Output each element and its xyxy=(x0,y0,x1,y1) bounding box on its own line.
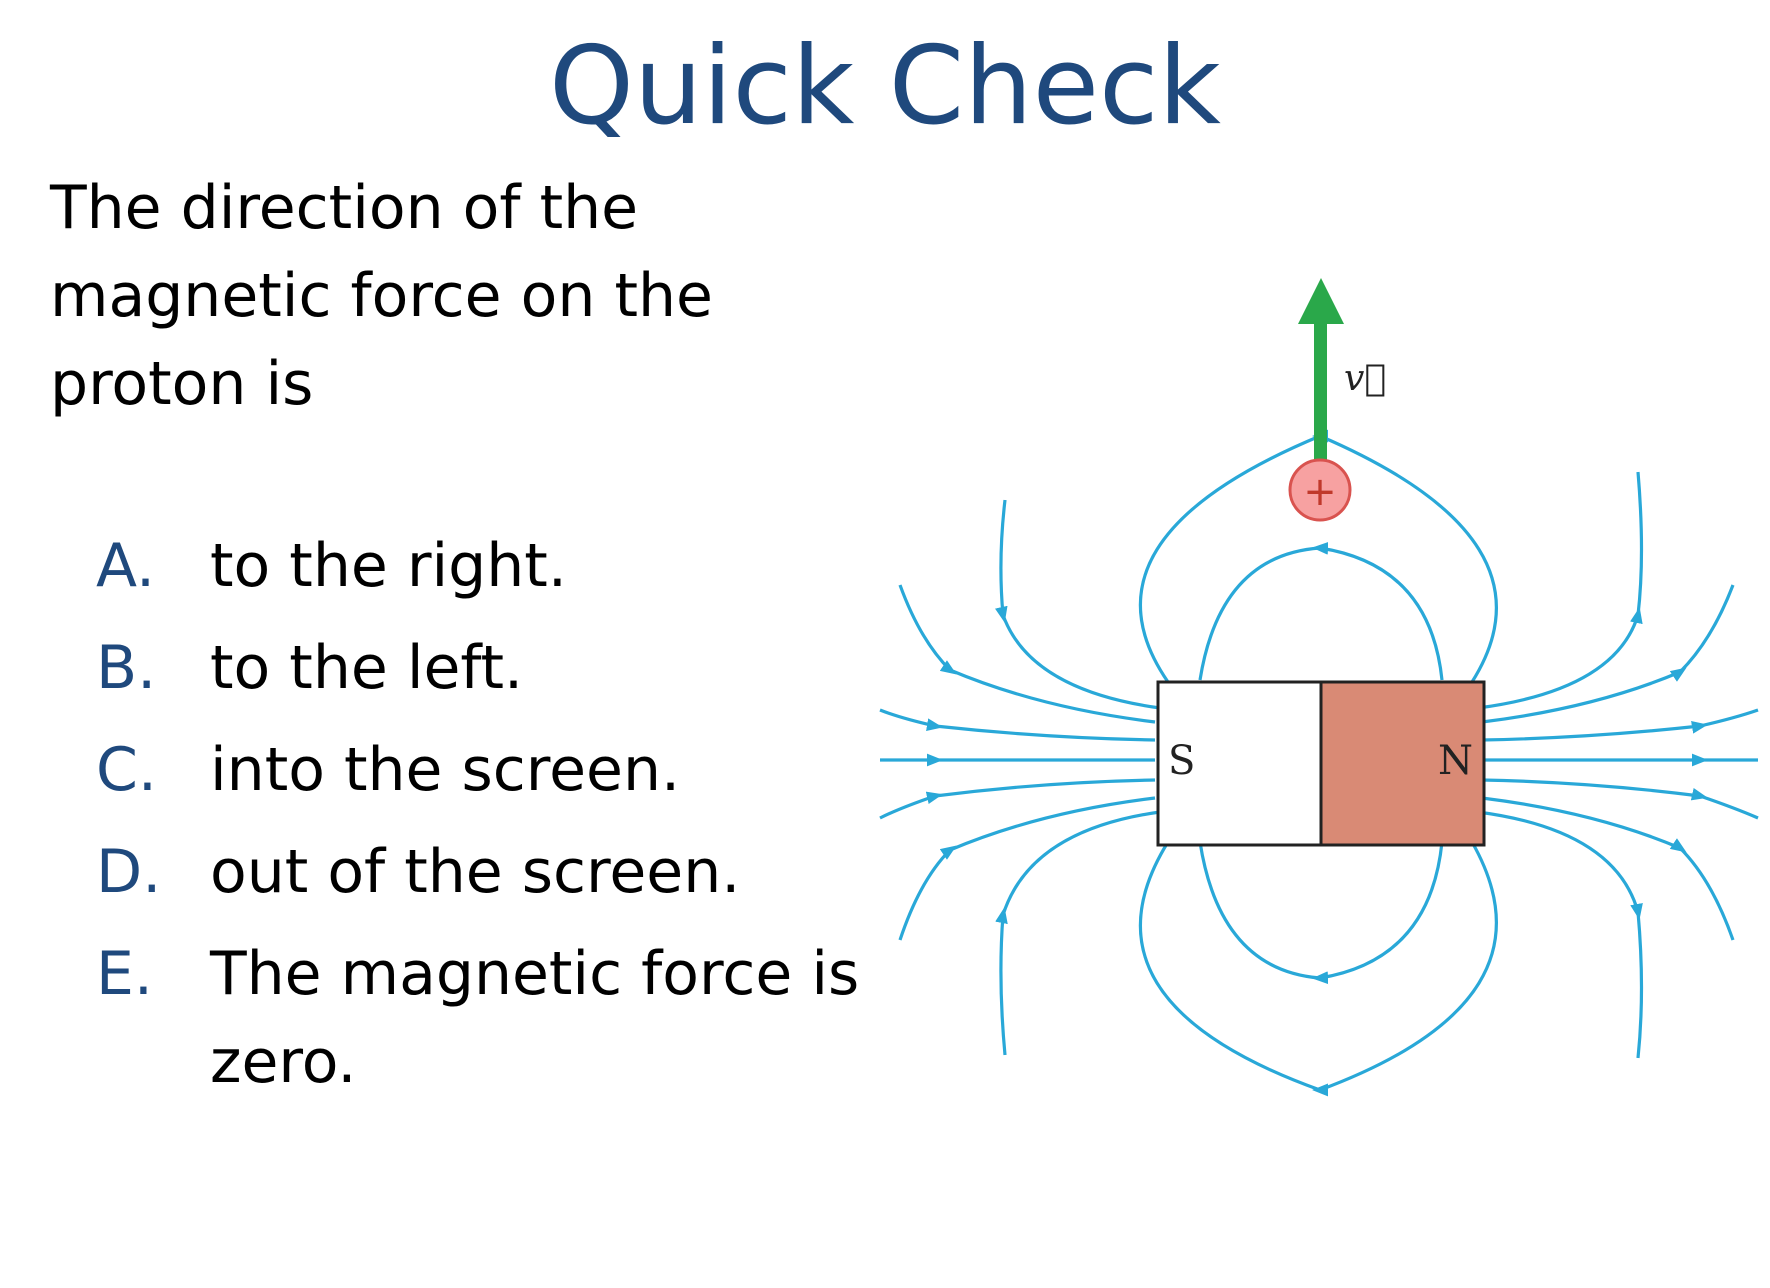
choice-c[interactable]: C. into the screen. xyxy=(96,726,886,814)
choice-text: to the right. xyxy=(210,531,567,601)
bar-magnet: S N xyxy=(1156,680,1486,847)
proton-charge-label: + xyxy=(1303,469,1337,515)
field-line xyxy=(898,796,1156,941)
question-text: The direction of the magnetic force on t… xyxy=(50,173,713,419)
field-line xyxy=(1481,778,1759,820)
velocity-arrow-head xyxy=(1298,278,1344,324)
choice-d[interactable]: D. out of the screen. xyxy=(96,828,886,916)
choice-e[interactable]: E. The magnetic force is zero. xyxy=(96,930,886,1106)
choice-text: into the screen. xyxy=(210,735,681,805)
choice-text: out of the screen. xyxy=(210,837,741,907)
proton: + xyxy=(1288,458,1352,522)
field-line xyxy=(1477,471,1644,710)
choice-letter: D. xyxy=(96,837,162,907)
bar-magnet-diagram: S N v⃗ + xyxy=(879,278,1759,1097)
field-line xyxy=(1138,841,1498,1097)
proton-circle xyxy=(1288,458,1352,522)
field-line xyxy=(995,810,1161,1056)
choice-letter: A. xyxy=(96,531,156,601)
velocity-label: v⃗ xyxy=(1344,358,1386,399)
choice-letter: E. xyxy=(96,939,153,1009)
field-line xyxy=(1481,584,1735,724)
field-line xyxy=(898,584,1156,724)
velocity-vector: v⃗ xyxy=(1298,278,1386,466)
field-line xyxy=(1198,541,1444,681)
choice-text: to the left. xyxy=(210,633,524,703)
field-line xyxy=(1477,810,1644,1059)
field-line xyxy=(1481,708,1759,742)
choice-letter: C. xyxy=(96,735,157,805)
magnetic-field-lines xyxy=(879,429,1759,1097)
velocity-arrow-shaft xyxy=(1314,318,1327,466)
choice-a[interactable]: A. to the right. xyxy=(96,522,886,610)
north-pole xyxy=(1319,680,1486,847)
field-line xyxy=(995,499,1161,710)
choice-letter: B. xyxy=(96,633,157,703)
choice-text: The magnetic force is zero. xyxy=(210,939,860,1097)
field-line xyxy=(1481,796,1735,941)
south-pole-label: S xyxy=(1168,738,1195,784)
field-line xyxy=(879,708,1156,742)
field-line xyxy=(879,778,1156,820)
answer-choices: A. to the right. B. to the left. C. into… xyxy=(96,522,886,1120)
field-line xyxy=(1198,841,1444,985)
north-pole-label: N xyxy=(1438,738,1473,784)
slide-title: Quick Check xyxy=(549,24,1221,149)
choice-b[interactable]: B. to the left. xyxy=(96,624,886,712)
